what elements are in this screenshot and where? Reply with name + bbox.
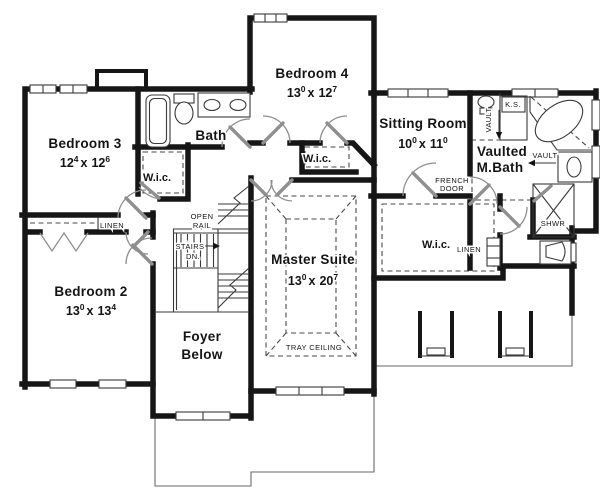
fixtures	[145, 92, 593, 358]
bedroom4-exterior-wall	[247, 15, 377, 98]
french-door-label-line1: FRENCH	[435, 176, 469, 185]
stair-treads-upper-run	[173, 229, 219, 312]
master-closet-shelf	[381, 203, 495, 272]
bath-label: Bath	[195, 128, 226, 143]
open-rail	[173, 228, 249, 234]
bedroom4-closet-walls	[299, 140, 359, 175]
stairs-down-label: DN.	[186, 252, 200, 261]
linen-door	[125, 230, 150, 255]
window	[591, 99, 600, 131]
bath-door	[221, 118, 252, 149]
bedroom4-closet-door	[319, 115, 349, 145]
bedroom4-label: Bedroom 4	[275, 66, 348, 81]
bathtub-fixture	[145, 94, 171, 148]
bedroom4-wic-label: W.i.c.	[303, 153, 331, 165]
master-closet-door	[498, 205, 528, 235]
window	[275, 386, 345, 396]
open-rail-label-line2: RAIL	[193, 221, 211, 230]
window	[387, 88, 449, 98]
toilet-fixture	[477, 95, 495, 115]
stairs-label: STAIRS	[176, 242, 205, 251]
master-bath-label-line2: M.Bath	[477, 160, 524, 175]
window	[591, 145, 600, 179]
toilet-fixture	[173, 93, 195, 125]
shower-label: SHWR	[541, 219, 566, 228]
master-suite-label: Master Suite	[271, 252, 355, 267]
stair-break-line	[217, 185, 250, 225]
tray-ceiling-outline	[265, 195, 357, 357]
french-door-label-line2: DOOR	[440, 184, 464, 193]
bedroom3-closet-door	[138, 181, 161, 200]
french-door	[468, 176, 498, 206]
foyer-label-line2: Below	[181, 347, 222, 362]
tray-ceiling-label: TRAY CEILING	[286, 343, 342, 352]
bedroom3-wic-label: W.i.c.	[143, 172, 171, 184]
shower-fixture	[532, 183, 575, 238]
pedestal-sink-fixture	[539, 240, 572, 265]
sitting-room-door	[402, 162, 438, 198]
chimney-bump	[95, 69, 148, 91]
svg-text:VAULT: VAULT	[532, 151, 557, 160]
walls	[19, 15, 599, 421]
stair-break-line	[217, 267, 250, 309]
window	[253, 13, 288, 23]
bedroom3-closet-shelf	[142, 151, 184, 194]
shower-door	[532, 184, 553, 203]
stairs-down-arrow	[200, 242, 220, 250]
window	[49, 379, 77, 389]
dormer	[418, 311, 454, 358]
bedroom3-door	[117, 189, 148, 220]
stair-treads-lower-run	[218, 273, 249, 299]
knee-space-label: K.S.	[505, 100, 521, 109]
doors	[39, 115, 553, 266]
bedroom4-door	[261, 115, 291, 145]
window	[511, 88, 559, 98]
bedroom3-label: Bedroom 3	[48, 136, 121, 151]
window	[29, 84, 57, 94]
bath-closet-walls	[132, 86, 225, 202]
sitting-room-label: Sitting Room	[379, 116, 467, 131]
bedroom2-label: Bedroom 2	[54, 284, 127, 299]
bedroom4-closet-shelf	[304, 146, 350, 168]
linen-label: LINEN	[457, 245, 481, 254]
bedroom4-lower-wall	[247, 140, 378, 169]
knee-space-vanity	[499, 95, 528, 141]
staircase	[155, 185, 250, 313]
linen-closet	[486, 237, 501, 267]
master-double-doors	[249, 178, 294, 202]
vault-callout-vertical: VAULT	[483, 106, 503, 139]
corner-garden-tub	[529, 96, 591, 151]
stair-treads-top	[218, 203, 249, 217]
dormer	[498, 311, 533, 358]
master-wic-label: W.i.c.	[422, 239, 450, 251]
master-bath-label-line1: Vaulted	[477, 144, 527, 159]
window	[98, 379, 127, 389]
vault-callout-horizontal: VAULT	[528, 150, 559, 167]
svg-text:VAULT: VAULT	[484, 107, 493, 132]
open-rail-label-line1: OPEN	[191, 212, 214, 221]
exterior-wall-left-top	[22, 86, 255, 390]
windows	[29, 13, 600, 421]
vanity-sink-fixture	[557, 151, 593, 183]
window	[175, 411, 231, 421]
linen-label: LINEN	[100, 221, 124, 230]
double-vanity-fixture	[197, 92, 251, 118]
bedroom2-closet-bifold-doors	[39, 231, 89, 253]
foyer-label-line1: Foyer	[183, 329, 222, 344]
window	[59, 84, 88, 94]
closet-hall-bottom-walls	[371, 263, 577, 281]
